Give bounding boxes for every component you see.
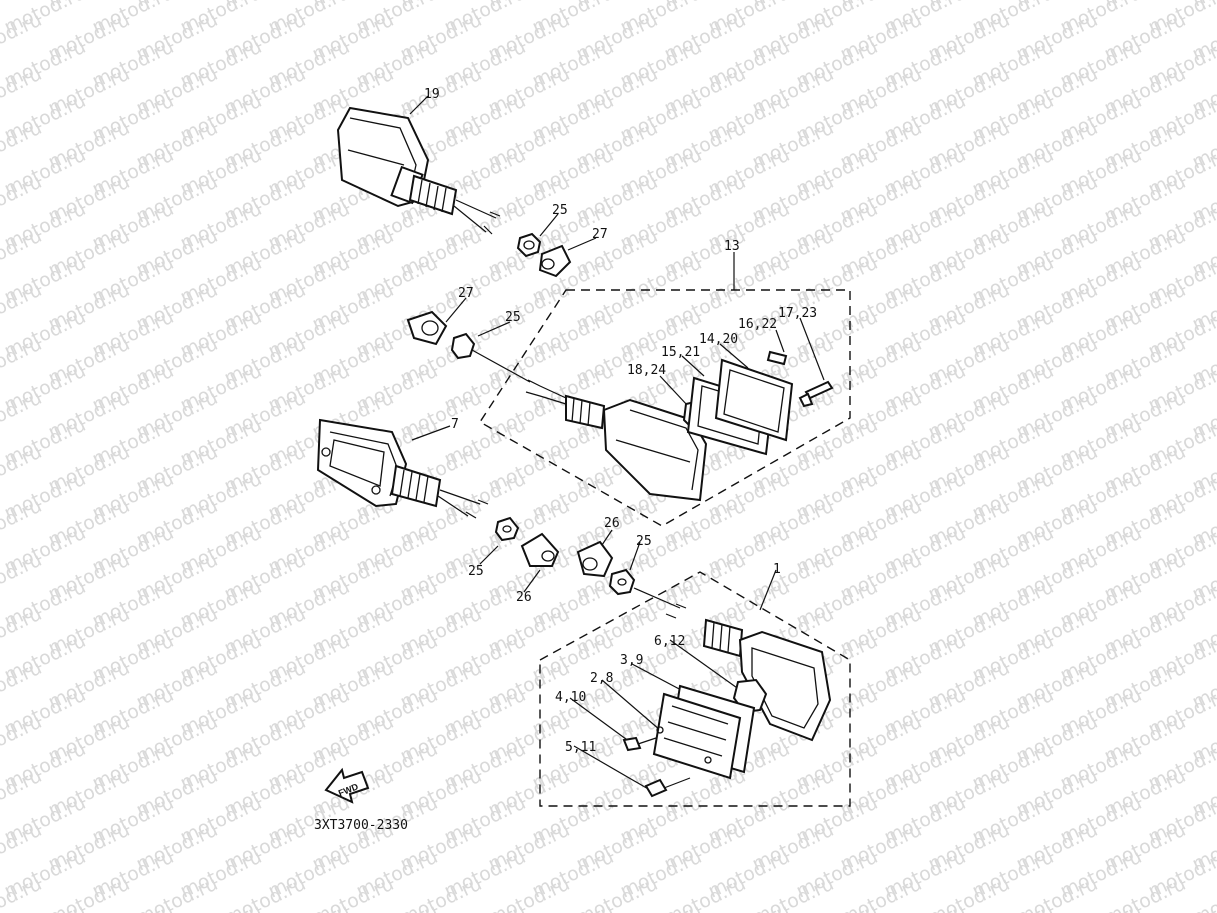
label-27-mid: 27 xyxy=(458,286,474,301)
label-25-lower-right: 25 xyxy=(636,534,652,549)
screw-17-23 xyxy=(798,380,834,408)
label-4-10: 4,10 xyxy=(555,690,586,705)
fwd-arrow-icon: FWD xyxy=(324,767,370,804)
leader-lines xyxy=(409,95,825,791)
label-27-top: 27 xyxy=(592,227,608,242)
label-17-23: 17,23 xyxy=(778,306,817,321)
screw-5-11 xyxy=(644,777,691,798)
label-15-21: 15,21 xyxy=(661,345,700,360)
label-2-8: 2,8 xyxy=(590,671,613,686)
label-25-mid: 25 xyxy=(505,310,521,325)
label-25-top: 25 xyxy=(552,203,568,218)
label-26-left: 26 xyxy=(516,590,532,605)
label-6-12: 6,12 xyxy=(654,634,685,649)
lens-14-20 xyxy=(714,358,794,442)
label-16-22: 16,22 xyxy=(738,317,777,332)
label-14-20: 14,20 xyxy=(699,332,738,347)
nut-25-top xyxy=(516,232,542,258)
label-13: 13 xyxy=(724,239,740,254)
label-3-9: 3,9 xyxy=(620,653,643,668)
label-18-24: 18,24 xyxy=(627,363,666,378)
label-5-11: 5,11 xyxy=(565,740,596,755)
screw-16-22 xyxy=(766,350,788,366)
label-26-right: 26 xyxy=(604,516,620,531)
nut-25-mid xyxy=(450,332,476,360)
watermark-text: motod.ru xyxy=(1189,0,1217,12)
label-19: 19 xyxy=(424,87,440,102)
turn-signal-19 xyxy=(336,106,501,235)
screw-4-10 xyxy=(622,736,657,752)
part-labels: 19 25 27 13 27 25 16,22 17,23 14,20 15,2… xyxy=(424,87,817,755)
grommet-26-left xyxy=(520,532,560,567)
diagram-code: 3XT3700-2330 xyxy=(314,818,408,833)
label-7: 7 xyxy=(451,417,459,432)
lens-2-8 xyxy=(652,692,742,780)
grommet-27-top xyxy=(538,244,572,278)
nut-25-lower-left xyxy=(494,516,520,542)
grommet-27-mid xyxy=(406,310,448,346)
grommet-26-right xyxy=(576,540,614,578)
label-1: 1 xyxy=(773,562,781,577)
label-25-lower-left: 25 xyxy=(468,564,484,579)
turn-signal-13-body xyxy=(525,379,708,502)
assembly-1-outline xyxy=(539,571,851,807)
turn-signal-7 xyxy=(316,418,489,519)
nut-25-lower-right xyxy=(608,568,636,596)
